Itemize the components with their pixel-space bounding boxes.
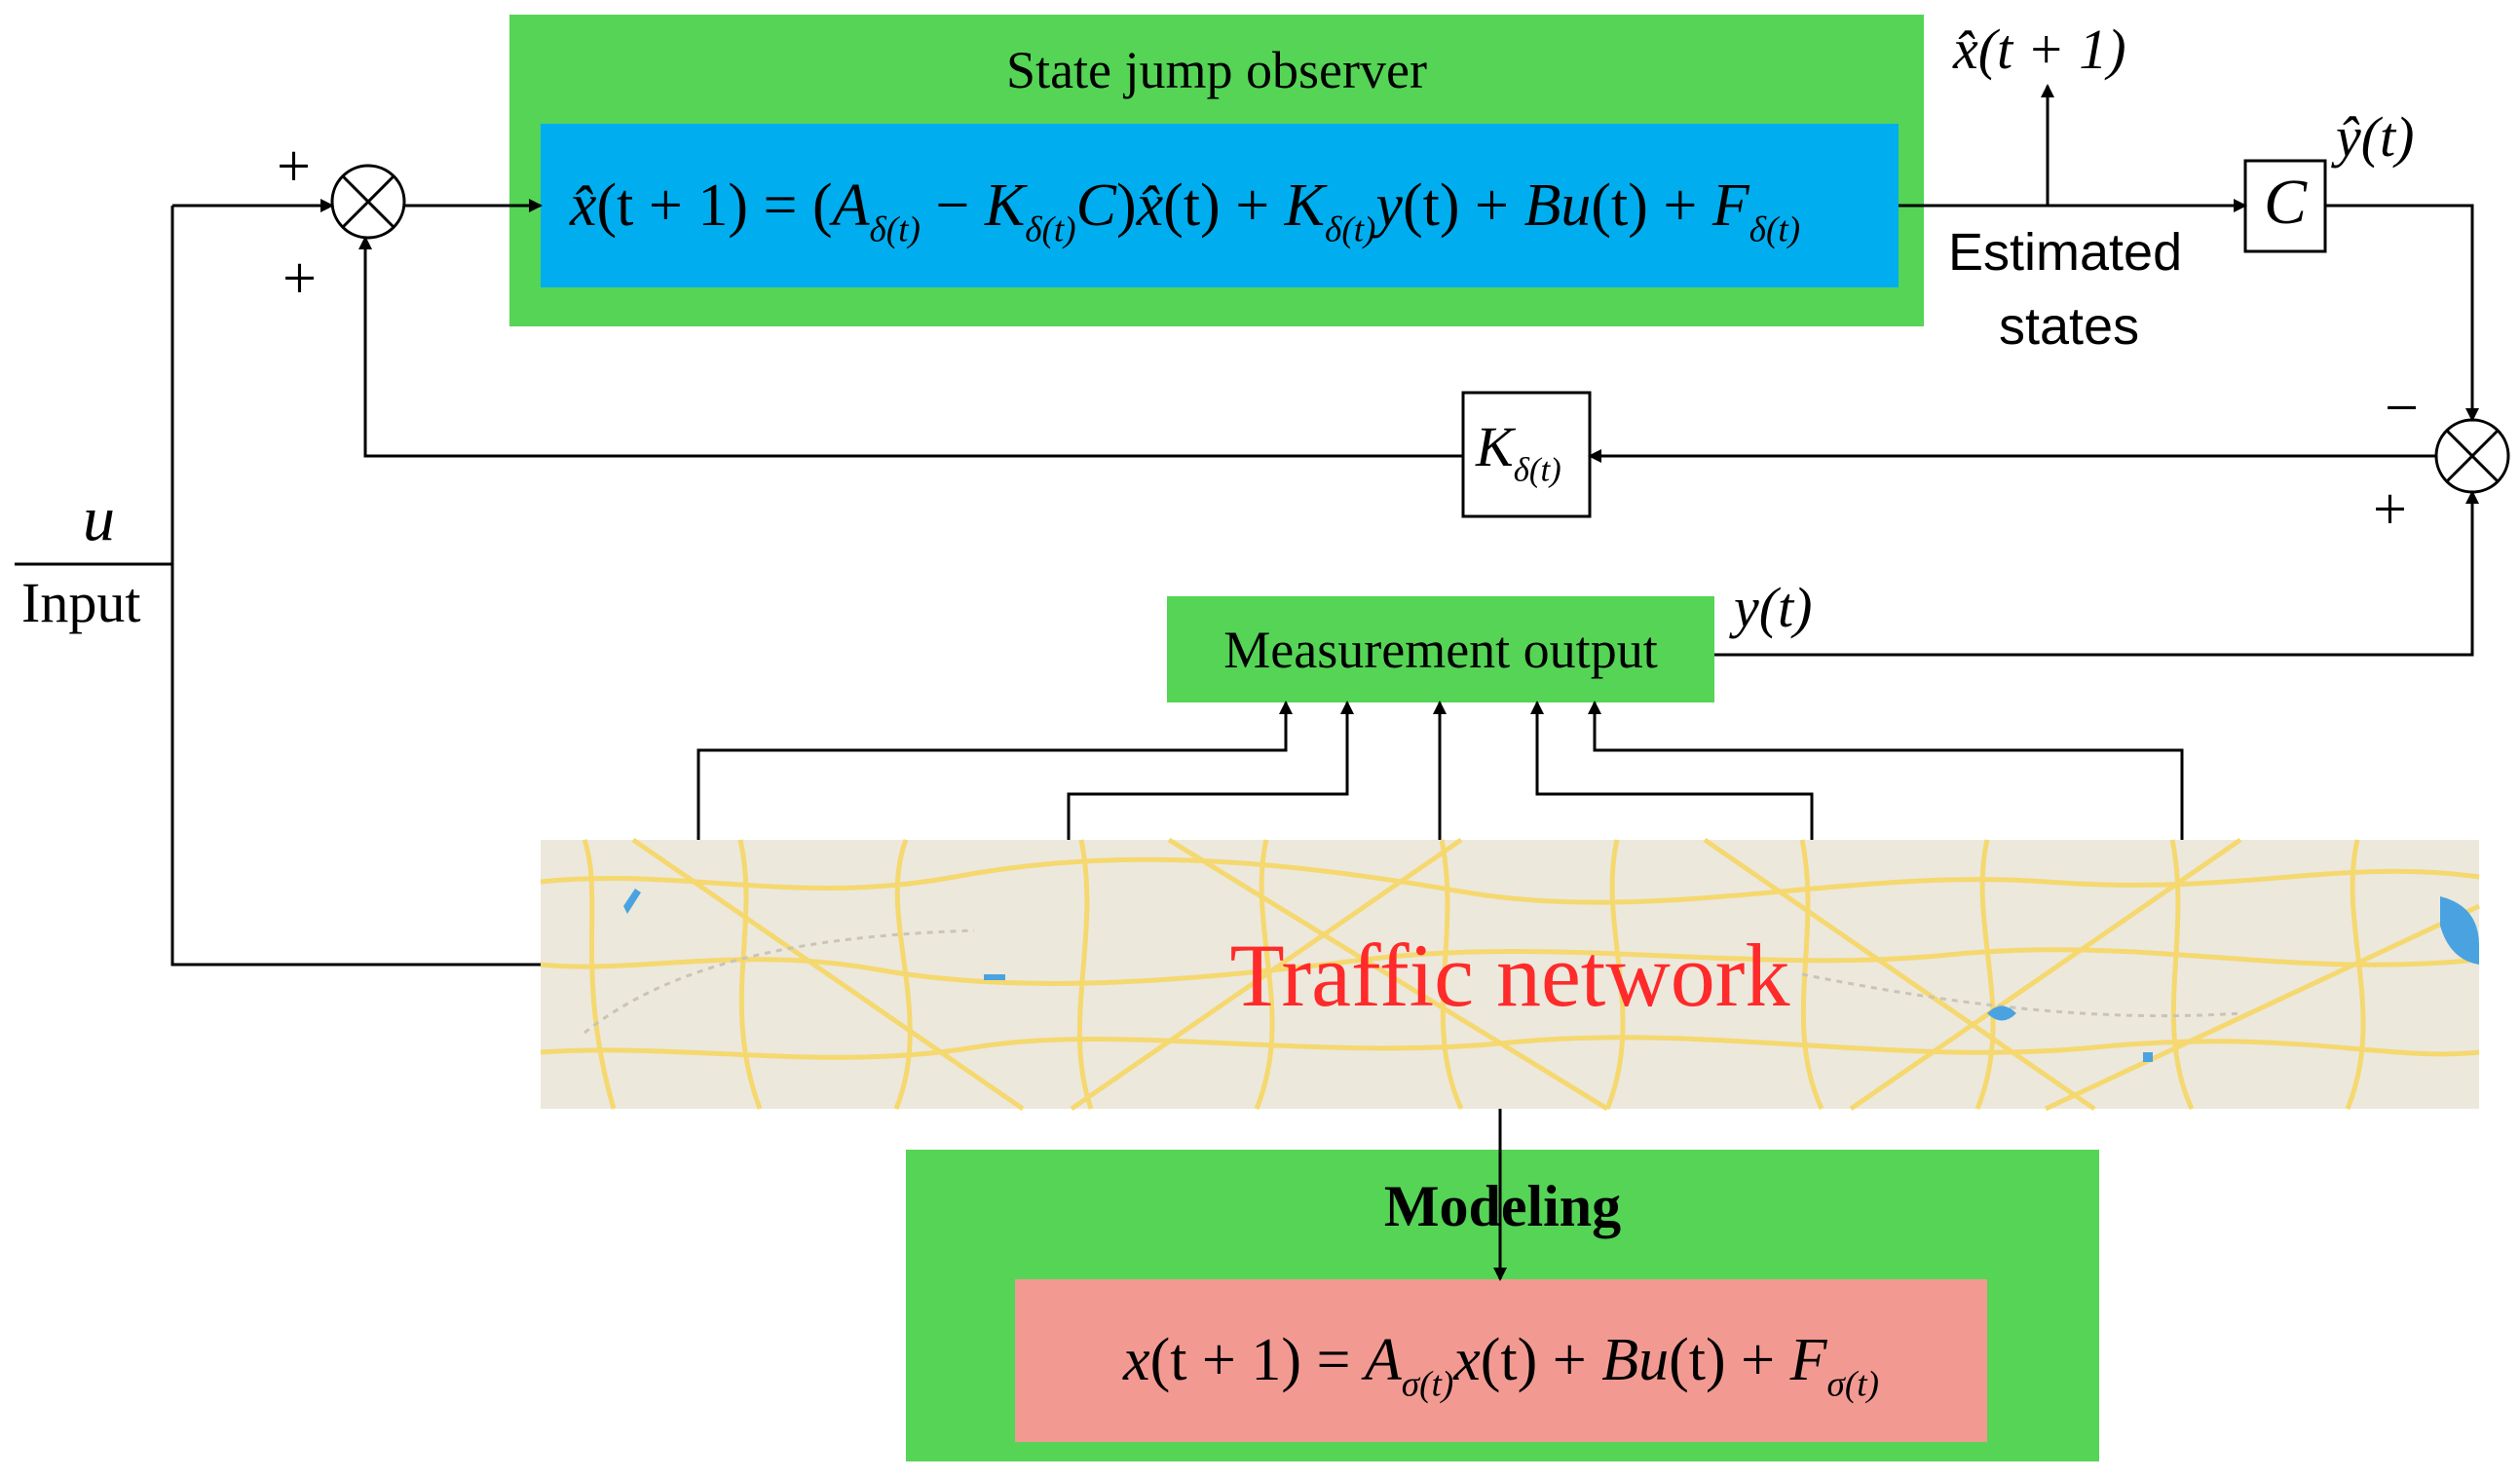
network-label: Traffic network — [1229, 926, 1790, 1025]
xhat-next-label: x̂(t + 1) — [1953, 18, 2126, 81]
sum-left-bottom-sign: + — [282, 246, 317, 312]
model-title: Modeling — [1383, 1174, 1622, 1238]
k-block — [1461, 391, 1592, 518]
traffic-map — [540, 837, 2481, 1112]
observer-equation: x̂(t + 1) = (Aδ(t) − Kδ(t)C)x̂(t) + Kδ(t… — [570, 172, 1801, 250]
sum-right-bottom-sign: + — [2373, 476, 2407, 543]
observer-equation-box — [541, 124, 1899, 287]
estimated-label: Estimated — [1948, 223, 2183, 282]
y-label: y(t) — [1734, 576, 1813, 639]
sum-right-top-sign: − — [2385, 375, 2419, 441]
measurement-label: Measurement output — [1223, 621, 1658, 679]
sum-right — [2434, 418, 2510, 494]
model-equation: x(t + 1) = Aσ(t)x(t) + Bu(t) + Fσ(t) — [1123, 1327, 1879, 1405]
u-label: u — [83, 483, 115, 554]
measurement-box — [1167, 596, 1714, 702]
sum-left-top-sign: + — [277, 133, 311, 200]
input-label: Input — [21, 571, 141, 634]
states-label: states — [1999, 297, 2140, 356]
k-block-label: Kδ(t) — [1476, 415, 1561, 489]
yhat-label: ŷ(t) — [2336, 105, 2415, 169]
sum-left — [330, 164, 406, 240]
c-block-label: C — [2263, 167, 2308, 238]
model-equation-box — [1015, 1279, 1987, 1442]
observer-title: State jump observer — [1006, 41, 1427, 99]
